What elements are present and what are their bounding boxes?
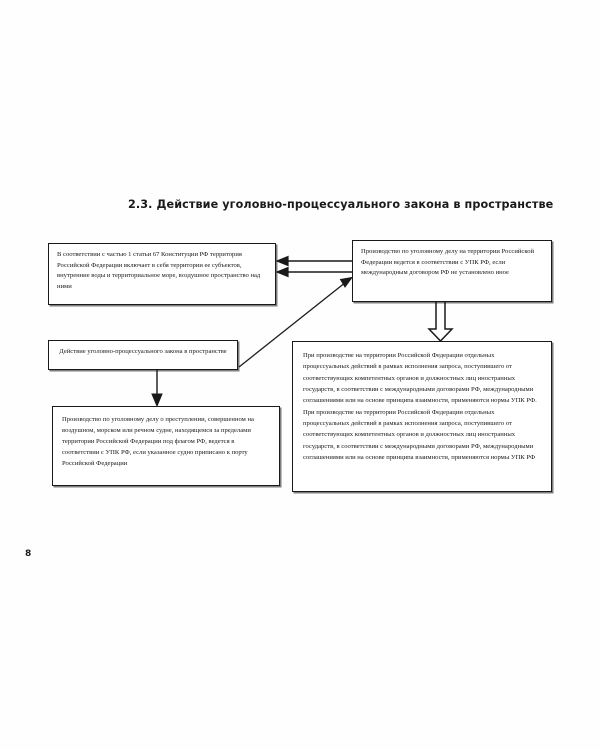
diagram-box-vessel: Производство по уголовному делу о престу… <box>52 406 280 486</box>
diagram-box-main-heading-text: Действие уголовно-процессуального закона… <box>59 348 227 355</box>
diagram-box-constitution: В соответствии с частью 1 статьи 67 Конс… <box>48 243 276 305</box>
page-title: 2.3. Действие уголовно-процессуального з… <box>128 198 554 211</box>
diagram-box-procedural-actions: При производстве на территории Российско… <box>292 341 552 492</box>
connector-criminal-to-constitution-upper <box>275 255 352 267</box>
connector-main-heading-to-vessel <box>151 370 163 408</box>
diagram-box-criminal-proceedings: Производство по уголовному делу на терри… <box>352 240 552 302</box>
connector-criminal-to-constitution-lower <box>275 266 352 278</box>
diagram-box-constitution-text: В соответствии с частью 1 статьи 67 Конс… <box>57 251 261 291</box>
diagram-box-procedural-actions-text: При производстве на территории Российско… <box>303 352 537 461</box>
page-number: 8 <box>25 549 32 559</box>
connector-criminal-to-procedural <box>427 302 454 343</box>
diagram-box-main-heading: Действие уголовно-процессуального закона… <box>48 340 238 370</box>
diagram-box-vessel-text: Производство по уголовному делу о престу… <box>62 416 254 468</box>
diagram-box-criminal-proceedings-text: Производство по уголовному делу на терри… <box>361 248 535 277</box>
